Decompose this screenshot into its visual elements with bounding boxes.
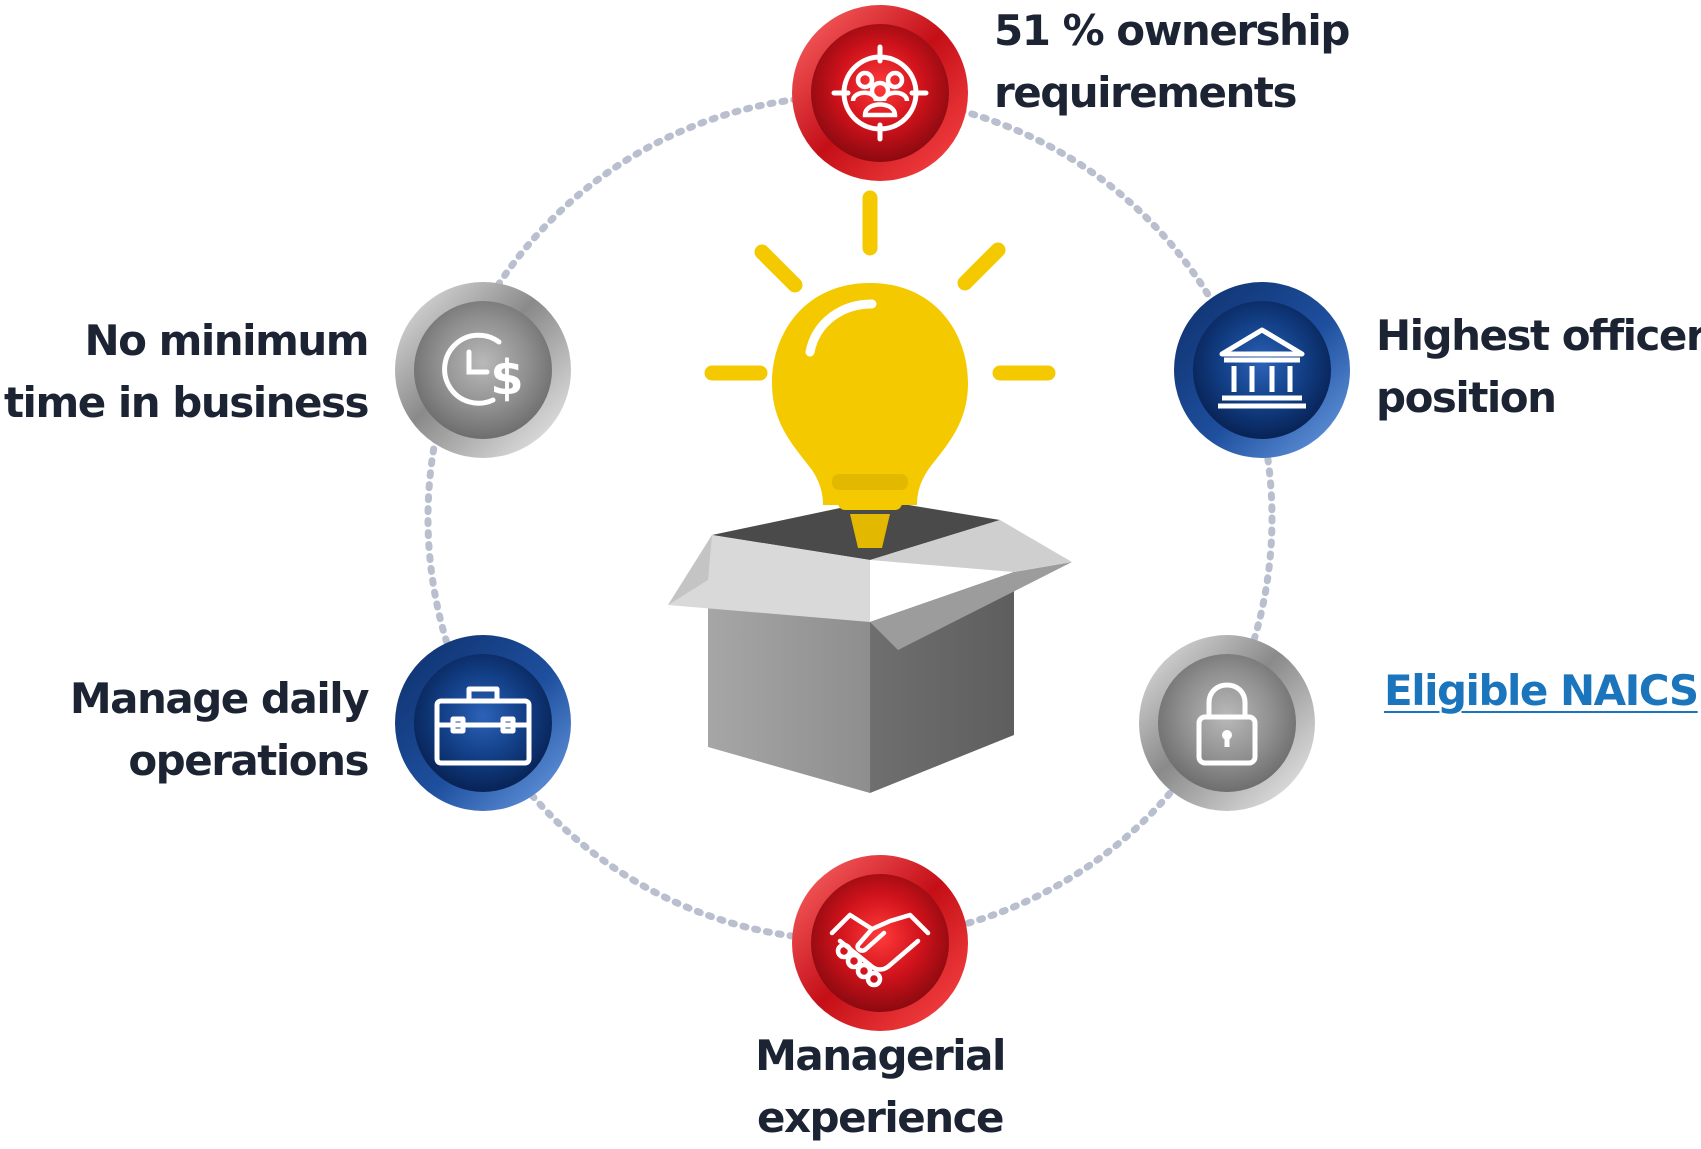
node-naics[interactable]	[1139, 635, 1315, 811]
padlock-icon	[1196, 682, 1258, 766]
node-ownership	[792, 5, 968, 181]
clock-dollar-icon: $	[442, 332, 524, 406]
node-time: $	[395, 282, 571, 458]
node-naics-disc	[1158, 654, 1296, 792]
label-ownership: 51 % ownership requirements	[994, 0, 1350, 124]
handshake-icon	[829, 912, 931, 988]
lightbulb-in-box-icon	[668, 190, 1072, 793]
label-operations: Manage daily operations	[0, 668, 370, 792]
label-operations-line-1: Manage daily	[69, 674, 370, 723]
svg-text:$: $	[490, 350, 523, 406]
node-officer	[1174, 282, 1350, 458]
briefcase-icon	[434, 686, 532, 766]
group-target-icon	[831, 44, 929, 142]
label-experience-line-2: experience	[756, 1093, 1005, 1142]
node-experience-disc	[811, 874, 949, 1012]
eligible-naics-link[interactable]: Eligible NAICS	[1384, 666, 1699, 715]
label-officer-line-2: position	[1376, 373, 1557, 422]
label-experience: Managerial experience	[740, 1025, 1020, 1149]
label-ownership-line-2: requirements	[994, 68, 1297, 117]
node-operations	[395, 635, 571, 811]
node-officer-disc	[1193, 301, 1331, 439]
label-experience-line-1: Managerial	[755, 1031, 1006, 1080]
node-experience	[792, 855, 968, 1031]
label-officer: Highest officer position	[1376, 305, 1701, 429]
label-time-line-2: time in business	[3, 378, 370, 427]
label-naics: Eligible NAICS	[1384, 660, 1699, 722]
label-time-line-1: No minimum	[84, 316, 369, 365]
label-ownership-line-1: 51 % ownership	[994, 6, 1350, 55]
bank-building-icon	[1218, 327, 1306, 409]
label-operations-line-2: operations	[128, 736, 369, 785]
label-officer-line-1: Highest officer	[1376, 311, 1701, 360]
node-ownership-disc	[811, 24, 949, 162]
label-time: No minimum time in business	[0, 310, 370, 434]
